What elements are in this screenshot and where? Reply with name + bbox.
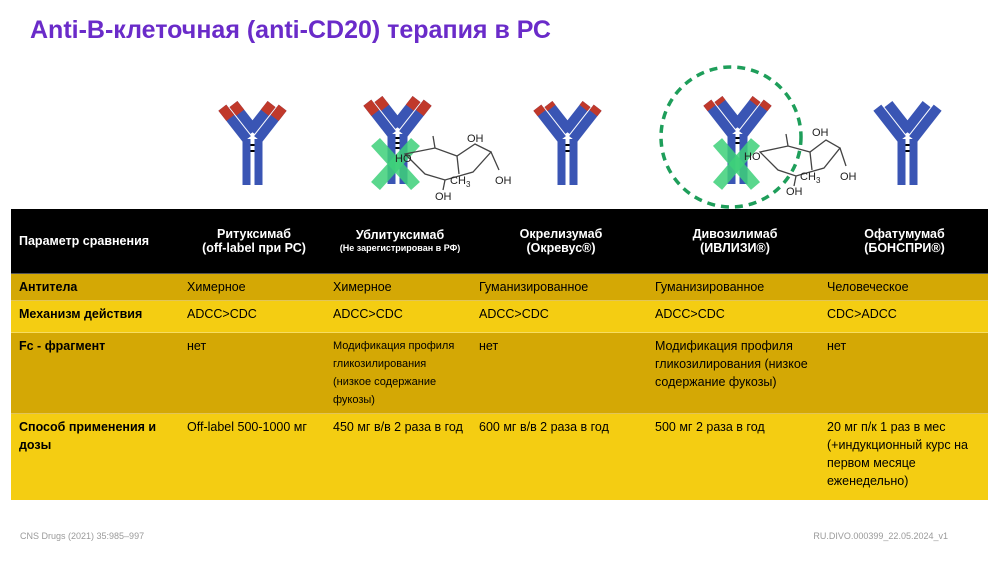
table-cell: CDC>ADCC <box>821 300 988 333</box>
header-drug-ublituximab: Ублитуксимаб(Не зарегистрирован в РФ) <box>327 209 473 274</box>
table-cell: 20 мг п/к 1 раз в мес (+индукционный кур… <box>821 413 988 500</box>
comparison-table: Параметр сравнения Ритуксимаб(off-label … <box>11 209 988 500</box>
table-cell: Модификация профиля гликозилирования (ни… <box>649 332 821 414</box>
table-cell: Модификация профиля гликозилирования (ни… <box>327 332 473 414</box>
antibody-icon-ublituximab <box>363 95 432 190</box>
fucose-molecule-icon: OH HO CH 3 OH OH <box>744 127 857 197</box>
table-cell: 500 мг 2 раза в год <box>649 413 821 500</box>
table-cell: Химерное <box>327 273 473 301</box>
header-drug-ofatumumab: Офатумумаб(БОНСПРИ®) <box>821 209 988 274</box>
row-param: Fc - фрагмент <box>11 332 181 414</box>
antibody-icon-divozilimab <box>703 95 772 190</box>
ch3-label: CH <box>450 175 466 187</box>
row-param: Механизм действия <box>11 300 181 333</box>
antibody-icon-rituximab <box>218 100 287 185</box>
fucose-molecule-icon: OH HO CH 3 OH OH <box>395 133 512 203</box>
table-row-dosing: Способ применения и дозы Off-label 500-1… <box>11 413 988 500</box>
table-cell: нет <box>181 332 327 414</box>
table-cell: Off-label 500-1000 мг <box>181 413 327 500</box>
slide-title: Anti-B-клеточная (anti-CD20) терапия в Р… <box>30 16 551 44</box>
table-row-antibodies: Антитела Химерное Химерное Гуманизирован… <box>11 273 988 301</box>
table-row-fc-fragment: Fc - фрагмент нет Модификация профиля гл… <box>11 332 988 414</box>
row-param: Способ применения и дозы <box>11 413 181 500</box>
reference-citation: CNS Drugs (2021) 35:985–997 <box>20 531 145 541</box>
header-drug-rituximab: Ритуксимаб(off-label при РС) <box>181 209 327 274</box>
ho-label: HO <box>395 153 412 165</box>
header-param: Параметр сравнения <box>11 209 181 274</box>
table-header-row: Параметр сравнения Ритуксимаб(off-label … <box>11 209 988 274</box>
table-cell: нет <box>473 332 649 414</box>
divozilimab-highlight-circle <box>659 65 803 209</box>
table-cell: Химерное <box>181 273 327 301</box>
ch3-subscript: 3 <box>466 180 471 189</box>
table-cell: Гуманизированное <box>473 273 649 301</box>
table-cell: 450 мг в/в 2 раза в год <box>327 413 473 500</box>
oh-label: OH <box>435 191 452 203</box>
header-drug-divozilimab: Дивозилимаб(ИВЛИЗИ®) <box>649 209 821 274</box>
table-cell: 600 мг в/в 2 раза в год <box>473 413 649 500</box>
oh-label: OH <box>495 175 512 187</box>
table-row-mechanism: Механизм действия ADCC>CDC ADCC>CDC ADCC… <box>11 300 988 333</box>
table-cell: ADCC>CDC <box>649 300 821 333</box>
ch3-subscript: 3 <box>816 176 821 185</box>
antibody-icon-ofatumumab <box>873 100 942 185</box>
oh-label: OH <box>467 133 484 145</box>
table-cell: Человеческое <box>821 273 988 301</box>
table-cell: Гуманизированное <box>649 273 821 301</box>
table-cell: ADCC>CDC <box>473 300 649 333</box>
document-code: RU.DIVO.000399_22.05.2024_v1 <box>813 531 948 541</box>
oh-label: OH <box>786 186 803 197</box>
table-cell: ADCC>CDC <box>181 300 327 333</box>
table-cell: нет <box>821 332 988 414</box>
row-param: Антитела <box>11 273 181 301</box>
ho-label: HO <box>744 151 761 163</box>
oh-label: OH <box>840 171 857 183</box>
antibody-icon-ocrelizumab <box>533 100 602 185</box>
ch3-label: CH <box>800 171 816 183</box>
oh-label: OH <box>812 127 829 139</box>
header-drug-ocrelizumab: Окрелизумаб(Окревус®) <box>473 209 649 274</box>
table-cell: ADCC>CDC <box>327 300 473 333</box>
